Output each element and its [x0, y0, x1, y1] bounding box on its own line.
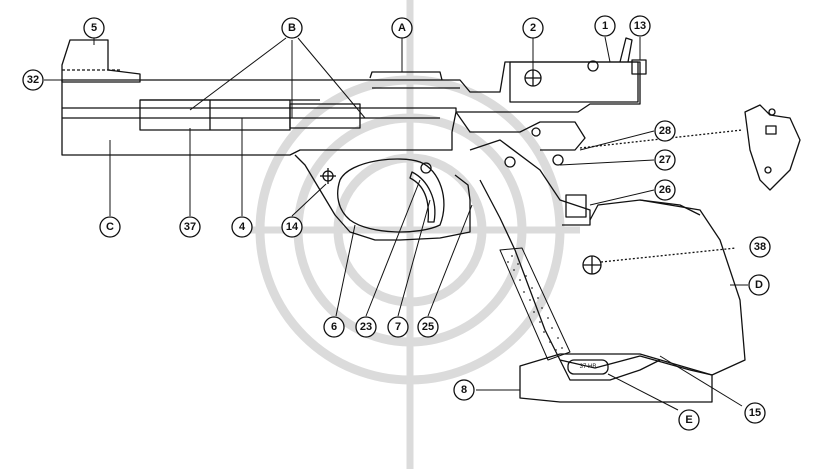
callout-label-13: 13 — [634, 20, 646, 32]
callout-B: B — [281, 17, 303, 39]
callout-D: D — [748, 274, 770, 296]
callout-8: 8 — [453, 379, 475, 401]
callout-label-E: E — [685, 414, 692, 426]
callout-label-1: 1 — [602, 20, 608, 32]
callout-label-2: 2 — [530, 22, 536, 34]
callout-label-A: A — [398, 22, 406, 34]
callout-A: A — [391, 17, 413, 39]
callout-label-37: 37 — [184, 221, 196, 233]
callout-label-28: 28 — [659, 125, 671, 137]
callout-14: 14 — [281, 216, 303, 238]
callout-37: 37 — [179, 216, 201, 238]
callout-28: 28 — [654, 120, 676, 142]
callout-label-C: C — [106, 221, 114, 233]
callout-label-23: 23 — [360, 321, 372, 333]
callout-26: 26 — [654, 179, 676, 201]
callout-32: 32 — [22, 69, 44, 91]
pistol-drawing — [61, 37, 801, 403]
callout-2: 2 — [522, 17, 544, 39]
callout-5: 5 — [83, 17, 105, 39]
callout-label-26: 26 — [659, 184, 671, 196]
callout-label-7: 7 — [395, 321, 401, 333]
callout-7: 7 — [387, 316, 409, 338]
callout-label-27: 27 — [659, 154, 671, 166]
callout-C: C — [99, 216, 121, 238]
callout-label-25: 25 — [422, 321, 434, 333]
callout-label-B: B — [288, 22, 296, 34]
grip-stipple — [507, 255, 563, 351]
leader-lines — [44, 36, 748, 411]
callout-15: 15 — [744, 402, 766, 424]
callouts: 5 B A 2 1 13 32 28 27 26 C 37 4 14 38 D … — [22, 15, 771, 431]
callout-label-D: D — [755, 279, 763, 291]
callout-1: 1 — [594, 15, 616, 37]
grip-marking: 37 HB — [580, 364, 597, 370]
callout-23: 23 — [355, 316, 377, 338]
callout-label-5: 5 — [91, 22, 97, 34]
callout-38: 38 — [749, 236, 771, 258]
callout-label-38: 38 — [754, 241, 766, 253]
callout-label-14: 14 — [286, 221, 299, 233]
callout-13: 13 — [629, 15, 651, 37]
callout-label-4: 4 — [239, 221, 246, 233]
callout-label-8: 8 — [461, 384, 467, 396]
callout-label-6: 6 — [331, 321, 337, 333]
callout-6: 6 — [323, 316, 345, 338]
callout-E: E — [678, 409, 700, 431]
callout-27: 27 — [654, 149, 676, 171]
callout-4: 4 — [231, 216, 253, 238]
callout-25: 25 — [417, 316, 439, 338]
callout-label-15: 15 — [749, 407, 761, 419]
callout-label-32: 32 — [27, 74, 39, 86]
